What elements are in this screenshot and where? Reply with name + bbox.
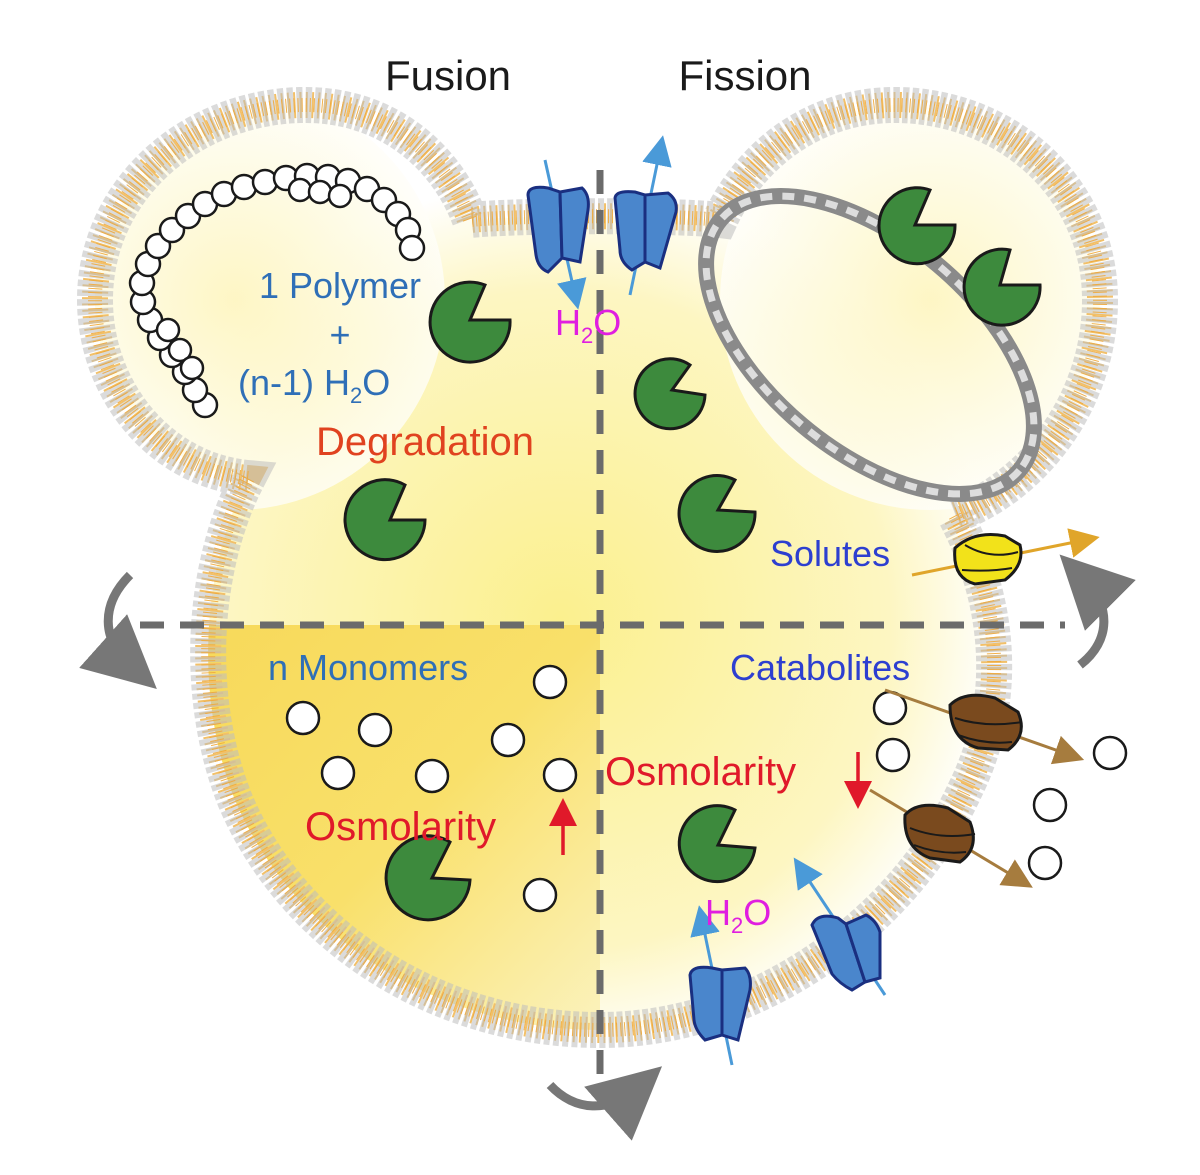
catabolite-transporters [869, 688, 1085, 888]
catabolites-label: Catabolites [730, 647, 910, 688]
constriction-ring-icon [698, 188, 1042, 502]
rotation-arrow-icon-left [79, 571, 157, 689]
h2o-top-h: H [555, 302, 581, 343]
enzymes [343, 186, 1042, 922]
solute-transporter-icon [911, 528, 1100, 586]
monomer-circle-icon [875, 737, 911, 773]
monomer-circle-icon [542, 757, 578, 793]
fusion-header: Fusion [385, 52, 511, 99]
monomer-circle-icon [285, 700, 321, 736]
water-subscript: 2 [350, 383, 362, 408]
rotation-arrow-icon-bottom [546, 1066, 663, 1141]
monomer-circle-icon [1032, 787, 1068, 823]
rotation-arrow-icon-right [1059, 554, 1136, 669]
monomer-circle-icon [532, 664, 568, 700]
quadrant-divider-lines [140, 170, 1065, 1090]
pacman-enzyme-icon [343, 478, 427, 562]
h2o-bottom-h: H [705, 892, 731, 933]
monomer-circle-icon [320, 755, 356, 791]
monomer-circle-icon [1092, 735, 1128, 771]
monomers-label: n Monomers [268, 647, 468, 688]
osmolarity-decrease-label: Osmolarity [605, 750, 796, 794]
pacman-enzyme-icon [677, 804, 757, 884]
h2o-bottom-o: O [743, 892, 771, 933]
catabolite-transporter-icon [869, 788, 1033, 888]
solutes-label: Solutes [770, 533, 890, 574]
monomers [285, 664, 1128, 913]
aquaporin-channel-icon [688, 905, 752, 1066]
aquaporin-channel-icon [613, 135, 678, 296]
aquaporin-channel-icon [526, 159, 590, 310]
monomer-circle-icon [1027, 845, 1063, 881]
plus-label: + [329, 314, 350, 355]
pacman-enzyme-icon [962, 247, 1042, 327]
polymer-label: 1 Polymer [259, 265, 421, 306]
monomer-circle-icon [522, 877, 558, 913]
pacman-enzyme-icon [384, 834, 472, 922]
aquaporins [526, 135, 887, 1066]
fission-header: Fission [678, 52, 811, 99]
h2o-top-label: H2O [555, 302, 621, 348]
monomer-circle-icon [357, 712, 393, 748]
monomer-circle-icon [490, 722, 526, 758]
water-equation-label: (n-1) H2O [238, 362, 390, 408]
monomer-circle-icon [414, 758, 450, 794]
lipid-bilayer-membrane [76, 86, 1119, 1049]
pacman-enzyme-icon [633, 357, 707, 431]
water-prefix: (n-1) H [238, 362, 350, 403]
degradation-label: Degradation [316, 420, 534, 464]
pacman-enzyme-icon [677, 474, 757, 553]
polymer-chain [128, 162, 426, 419]
h2o-top-o: O [593, 302, 621, 343]
h2o-bottom-sub: 2 [731, 913, 743, 938]
catabolite-transporter-icon [884, 688, 1085, 765]
pacman-enzyme-icon [428, 280, 512, 364]
water-suffix: O [362, 362, 390, 403]
pacman-enzyme-icon [877, 186, 957, 266]
h2o-top-sub: 2 [581, 323, 593, 348]
aquaporin-channel-icon [793, 857, 887, 996]
osmolarity-increase-label: Osmolarity [305, 805, 496, 849]
h2o-bottom-label: H2O [705, 892, 771, 938]
rotation-arrows [79, 554, 1136, 1141]
